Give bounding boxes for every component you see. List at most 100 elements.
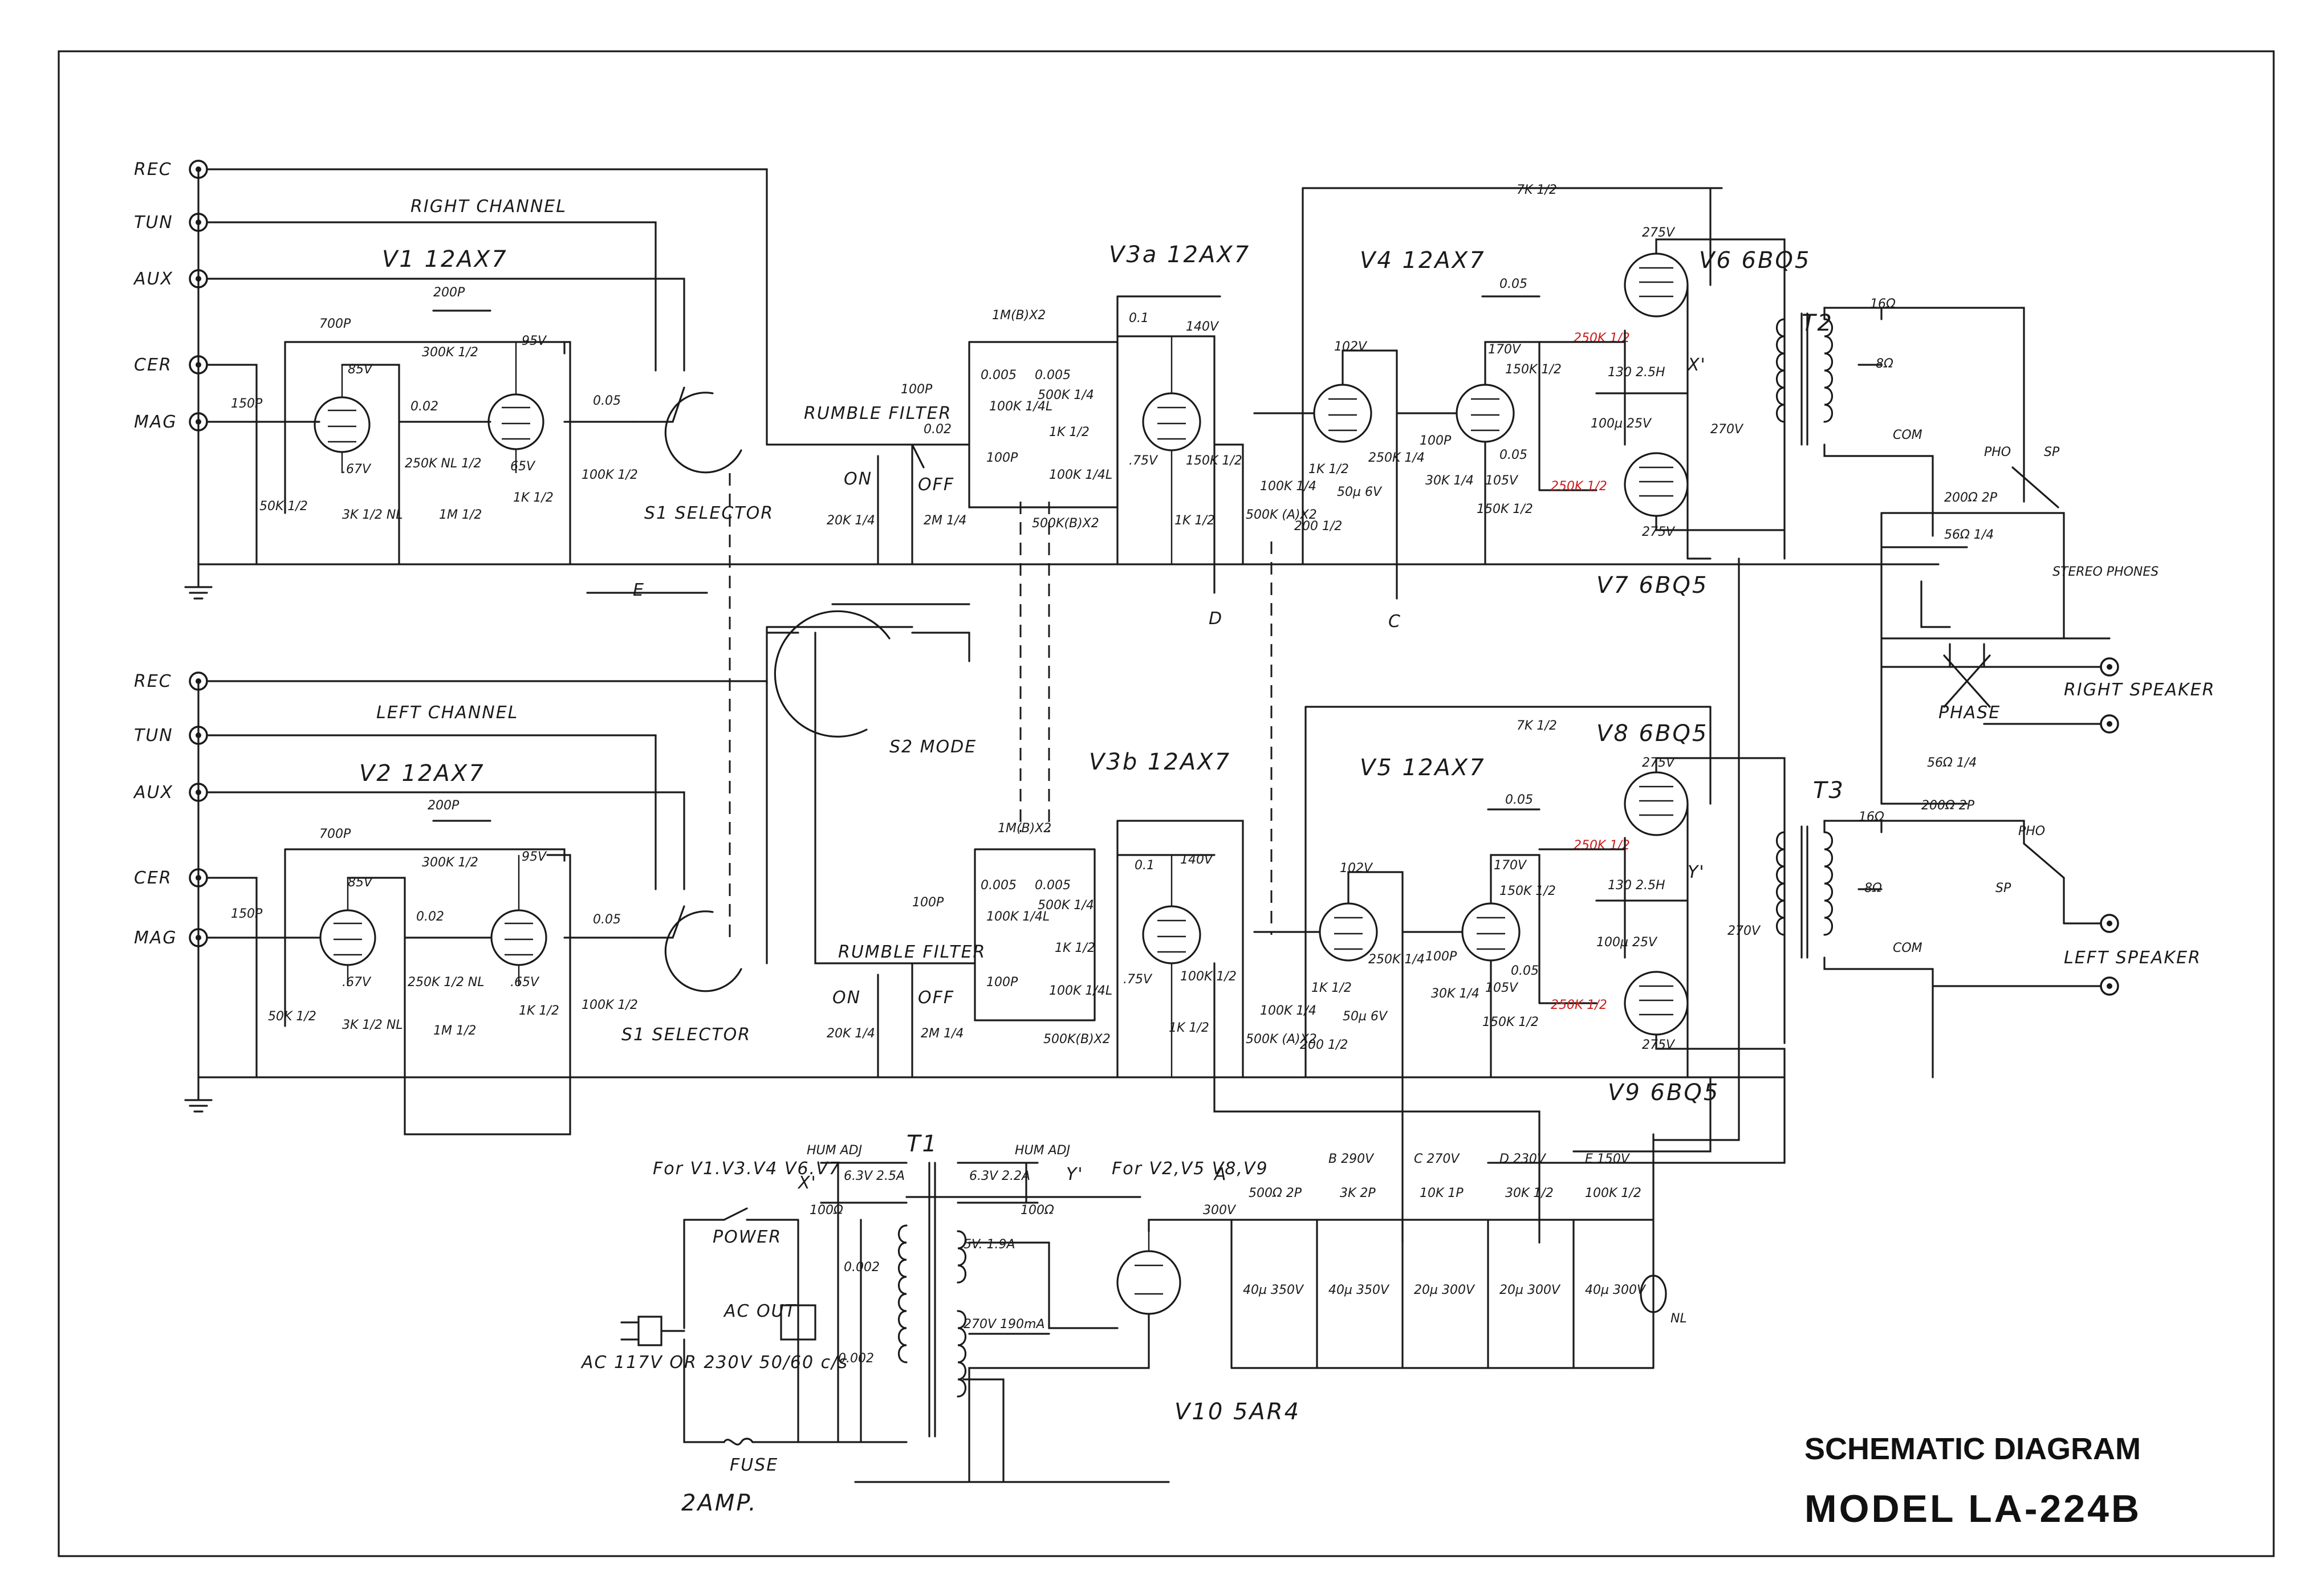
v4b-tube (1456, 384, 1515, 443)
v3b-tube (1142, 855, 1201, 1077)
phase-switch[interactable] (1943, 643, 1991, 708)
power-switch[interactable] (723, 1207, 748, 1221)
rumble-filter-left-label: RUMBLE FILTER (838, 942, 986, 962)
v1-label: V1 12AX7 (382, 246, 508, 272)
s1-selector-right[interactable] (632, 386, 742, 474)
rec-label: REC (134, 160, 172, 180)
node-y-power: Y' (1066, 1165, 1084, 1184)
right-speaker-label: RIGHT SPEAKER (2064, 680, 2215, 700)
v85-right: 85V (348, 363, 373, 377)
r100k-right: 100K 1/2 (582, 468, 638, 482)
red-250k-a-right: 250K 1/2 (1574, 331, 1630, 345)
v3b-label: V3b 12AX7 (1089, 749, 1231, 775)
for-v2-label: For V2,V5 V8,V9 (1112, 1159, 1269, 1179)
filter-r4: 30K 1/2 (1505, 1186, 1554, 1200)
v4-005: 0.05 (1499, 277, 1527, 291)
filter-r2: 3K 2P (1340, 1186, 1376, 1200)
cer-label-left: CER (134, 868, 172, 888)
v4-150k2: 150K 1/2 (1477, 502, 1533, 516)
v4-150k: 150K 1/2 (1505, 363, 1562, 377)
r250k-right: 250K NL 1/2 (405, 457, 482, 471)
aux-label: AUX (133, 269, 173, 289)
v270-right: 270V (1710, 422, 1744, 437)
tap16-left: 16Ω (1859, 810, 1884, 824)
com-right: COM (1893, 428, 1922, 442)
hum-adj-1: HUM ADJ (807, 1143, 862, 1158)
r50k-left: 50K 1/2 (268, 1009, 316, 1024)
v5-label: V5 12AX7 (1360, 755, 1486, 781)
cap-002-a: 0.002 (844, 1260, 880, 1275)
v9-label: V9 6BQ5 (1608, 1080, 1720, 1106)
v2-tube (319, 878, 376, 986)
v4-label: V4 12AX7 (1360, 247, 1486, 274)
v6-tube (1624, 253, 1689, 317)
v5-50u: 50µ 6V (1343, 1009, 1388, 1024)
v2-wiring (197, 820, 1786, 1135)
t3-secondary-wiring (1823, 803, 2065, 1078)
v10-label: V10 5AR4 (1174, 1399, 1300, 1425)
pho-sp-switch-left[interactable] (2023, 842, 2065, 879)
r56-left: 56Ω 1/4 (1927, 756, 1977, 770)
node-e-mark: E (633, 580, 645, 600)
left-speaker-jack-b[interactable] (2100, 976, 2119, 996)
neon-lamp-label: NL (1670, 1312, 1687, 1326)
v8-130-choke: 130 2.5H (1608, 878, 1665, 893)
v6-130-choke: 130 2.5H (1608, 365, 1665, 380)
input-wiring-right (197, 168, 768, 565)
tone-100p-left: 100P (986, 975, 1018, 990)
c005-right: 0.05 (593, 394, 621, 408)
fuse-icon (723, 1438, 754, 1446)
r200-2p-right: 200Ω 2P (1944, 491, 1998, 505)
node-a: A (1213, 1165, 1227, 1184)
v5-150k2: 150K 1/2 (1482, 1015, 1539, 1029)
c150p-left: 150P (231, 907, 263, 921)
s1-selector-left-label: S1 SELECTOR (621, 1025, 751, 1045)
s1-selector-left[interactable] (632, 905, 742, 992)
v3a-1k: 1K 1/2 (1174, 514, 1215, 528)
s2-mode-switch[interactable] (766, 610, 970, 738)
left-speaker-jack-a[interactable] (2100, 914, 2119, 933)
rectifier-wiring (854, 1219, 1233, 1483)
v95-left: 95V (522, 850, 547, 864)
v270-left: 270V (1727, 924, 1761, 938)
v65-right: 65V (510, 459, 536, 474)
r100k-left: 100K 1/2 (582, 998, 638, 1012)
right-speaker-jack-a[interactable] (2100, 657, 2119, 677)
v3b-wiring (1116, 820, 1540, 1244)
r2m-left: 2M 1/4 (921, 1027, 964, 1041)
v7-275v: 275V (1642, 525, 1676, 539)
mode-wiring (766, 603, 970, 964)
r200-2p-left: 200Ω 2P (1921, 799, 1975, 813)
ac-in-label: AC 117V OR 230V 50/60 c/s (580, 1353, 848, 1373)
b300-label: 300V (1203, 1203, 1237, 1218)
ac-plug-icon (620, 1316, 685, 1346)
r20k-right: 20K 1/4 (827, 514, 875, 528)
cap-002-b: 0.002 (838, 1351, 874, 1366)
rumble-c100p-left: 100P (912, 895, 944, 910)
v1b-tube (487, 342, 544, 473)
right-speaker-jack-b[interactable] (2100, 714, 2119, 734)
r1m-left: 1M 1/2 (433, 1024, 476, 1038)
ac-outlet[interactable] (780, 1304, 816, 1341)
mag-label-left: MAG (134, 928, 177, 948)
pho-sp-switch-right[interactable] (2011, 466, 2059, 508)
tone-500kb-right: 500K(B)X2 (1032, 516, 1099, 531)
left-speaker-wiring (1932, 922, 2102, 987)
r56-right: 56Ω 1/4 (1944, 528, 1994, 542)
v5-wiring (1253, 706, 1712, 1244)
v4-170v: 170V (1488, 343, 1522, 357)
tap8-left: 8Ω (1864, 881, 1882, 895)
tone-500k-right: 500K 1/4 (1038, 388, 1094, 402)
hum-adj-2: HUM ADJ (1015, 1143, 1070, 1158)
filter-r5: 100K 1/2 (1585, 1186, 1641, 1200)
power-switch-label: POWER (713, 1227, 782, 1247)
v3a-150k: 150K 1/2 (1186, 454, 1242, 468)
v4-005b: 0.05 (1499, 448, 1527, 462)
c700p-right: 700P (319, 317, 351, 331)
rumble-wiring-right (766, 341, 1119, 565)
fb-7k-right: 7K 1/2 (1517, 183, 1557, 197)
filter-c1: 40µ 350V (1243, 1283, 1304, 1297)
tone-1k-right: 1K 1/2 (1049, 425, 1090, 439)
v3a-wiring (1116, 295, 1244, 594)
red-250k-b-left: 250K 1/2 (1551, 998, 1607, 1012)
